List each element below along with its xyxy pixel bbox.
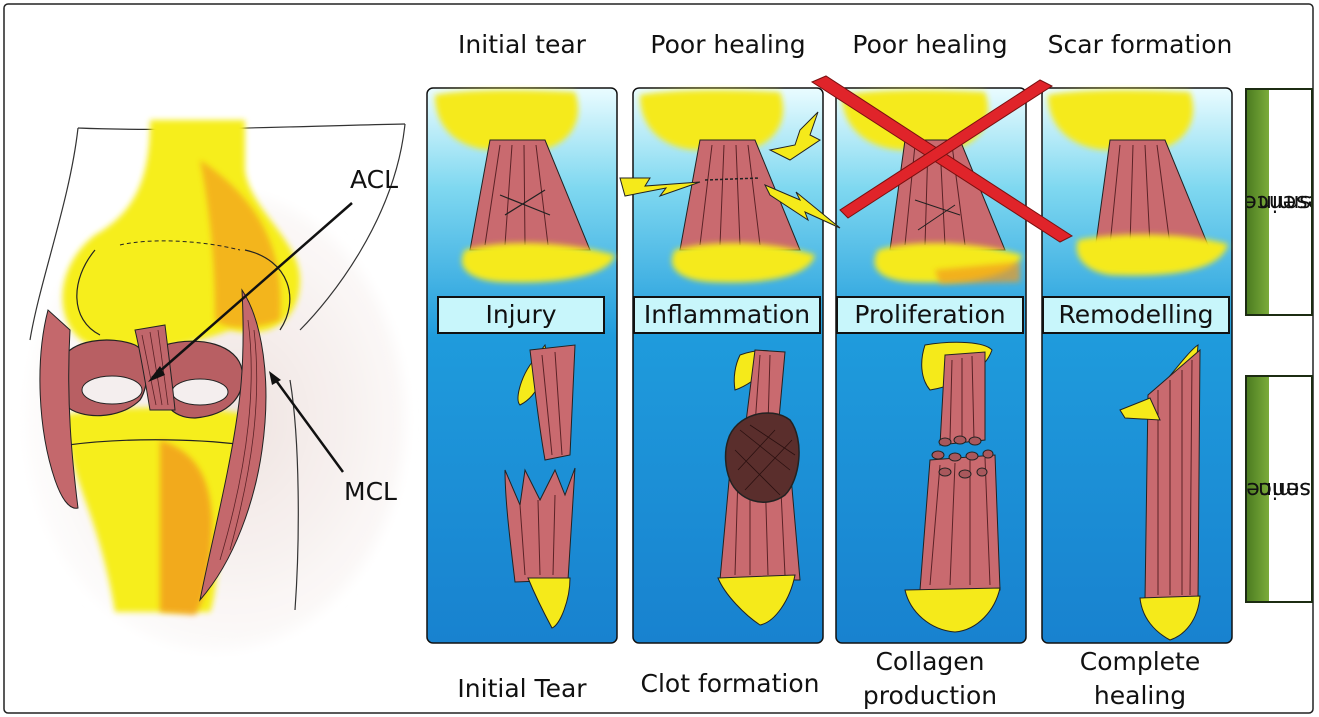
bottom-label-3-line2: production xyxy=(840,682,1020,710)
phase-inflammation: Inflammation xyxy=(633,296,821,334)
phase-injury: Injury xyxy=(437,296,605,334)
top-label-1: Initial tear xyxy=(432,31,612,59)
phase-remodelling: Remodelling xyxy=(1042,296,1230,334)
absence-of-plasmin-tab: Absence of Plasmin xyxy=(1245,375,1313,603)
top-label-2: Poor healing xyxy=(628,31,828,59)
top-label-4: Scar formation xyxy=(1030,31,1250,59)
knee-illustration xyxy=(25,120,405,650)
mcl-label: MCL xyxy=(344,478,397,506)
bottom-label-4-line1: Complete xyxy=(1050,648,1230,676)
blood-clot xyxy=(726,413,800,502)
bottom-label-3-line1: Collagen xyxy=(840,648,1020,676)
bottom-label-2: Clot formation xyxy=(620,670,840,698)
bottom-label-1: Initial Tear xyxy=(422,675,622,703)
phase-proliferation: Proliferation xyxy=(836,296,1024,334)
top-label-3: Poor healing xyxy=(830,31,1030,59)
absence-tab-line2: Plasmin xyxy=(1245,478,1313,500)
presence-of-plasmin-tab: Presence of Plasmin xyxy=(1245,88,1313,316)
bottom-label-4-line2: healing xyxy=(1050,682,1230,710)
top-ligament-sketches xyxy=(435,90,1228,284)
presence-tab-line2: Plasmin xyxy=(1245,191,1313,213)
acl-label: ACL xyxy=(350,166,398,194)
